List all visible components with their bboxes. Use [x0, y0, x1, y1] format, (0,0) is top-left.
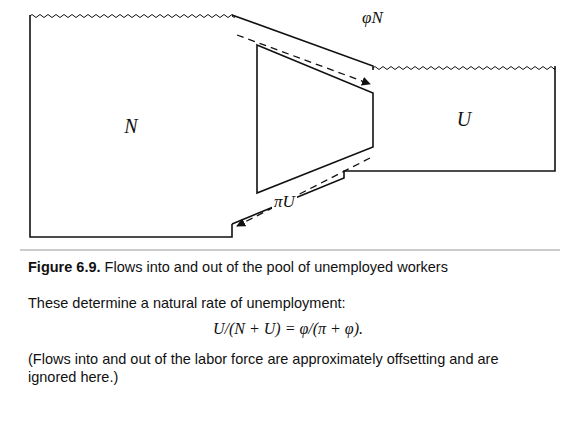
rate-equation: U/(N + U) = φ/(π + φ).: [28, 320, 548, 338]
flow-label: φN: [360, 8, 385, 28]
flow-label: πU: [272, 192, 297, 212]
flow-arrow: [237, 35, 370, 84]
water-surface: [373, 67, 555, 70]
caption-footnote: (Flows into and out of the labor force a…: [28, 350, 548, 386]
caption-text: Flows into and out of the pool of unempl…: [105, 259, 448, 275]
lower-pipe: [232, 66, 555, 224]
water-tank: U: [373, 68, 555, 171]
figure-caption: Figure 6.9. Flows into and out of the po…: [28, 258, 548, 276]
water-surface: [30, 15, 235, 18]
tank-label: N: [124, 115, 137, 138]
flow-arrow: [237, 158, 370, 226]
tank-label: U: [457, 108, 471, 131]
upper-pipe: [232, 15, 373, 70]
water-tank: N: [30, 15, 232, 237]
figure-number: Figure 6.9.: [28, 259, 101, 275]
caption-rule: [20, 250, 560, 251]
tank-n-wall: [30, 15, 232, 237]
caption-note: These determine a natural rate of unempl…: [28, 294, 548, 312]
